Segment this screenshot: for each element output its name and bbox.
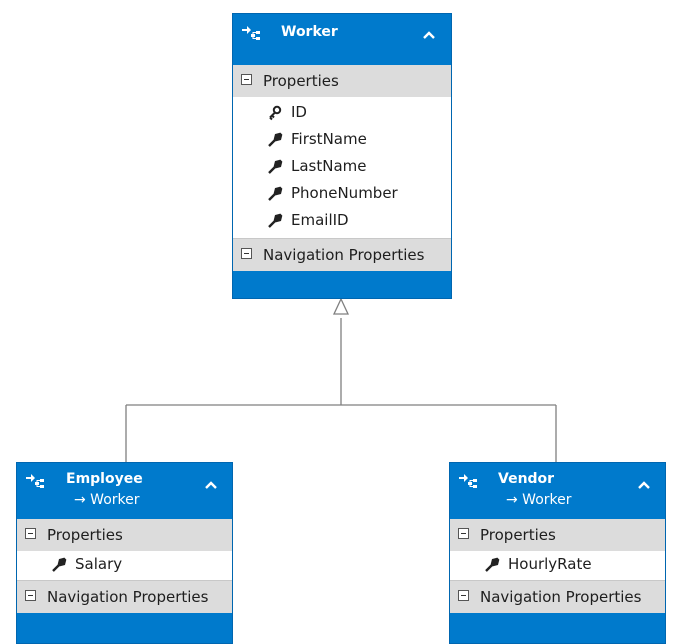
key-icon (269, 105, 282, 121)
entity-header-employee: Employee → Worker (17, 463, 232, 519)
section-label: Navigation Properties (480, 588, 642, 606)
property-name: Salary (75, 555, 123, 573)
navigation-section-header[interactable]: Navigation Properties (17, 580, 232, 613)
entity-employee[interactable]: Employee → Worker Properties Salary Navi… (16, 462, 233, 644)
collapse-box-icon[interactable] (458, 590, 469, 601)
entity-title: Worker (281, 24, 338, 40)
inheritance-arrowhead (332, 297, 350, 315)
base-type-label: → Worker (74, 492, 140, 508)
property-list: HourlyRate (450, 551, 665, 580)
section-label: Navigation Properties (263, 246, 425, 264)
property-row[interactable]: FirstName (233, 126, 451, 153)
navigation-section-header[interactable]: Navigation Properties (233, 238, 451, 271)
property-row[interactable]: HourlyRate (450, 551, 665, 578)
collapse-box-icon[interactable] (458, 528, 469, 539)
wrench-icon (268, 186, 283, 201)
wrench-icon (268, 132, 283, 147)
entity-type-icon (26, 474, 44, 488)
property-list: Salary (17, 551, 232, 580)
collapse-chevron-icon[interactable] (203, 477, 219, 493)
collapse-box-icon[interactable] (241, 248, 252, 259)
base-type-label: → Worker (506, 492, 572, 508)
navigation-section-header[interactable]: Navigation Properties (450, 580, 665, 613)
collapse-box-icon[interactable] (25, 590, 36, 601)
property-row[interactable]: Salary (17, 551, 232, 578)
property-row[interactable]: ID (233, 99, 451, 126)
entity-header-vendor: Vendor → Worker (450, 463, 665, 519)
property-list: ID FirstName LastName PhoneNumber EmailI… (233, 97, 451, 238)
entity-worker[interactable]: Worker Properties ID FirstName LastName (232, 13, 452, 299)
entity-type-icon (242, 26, 260, 40)
collapse-chevron-icon[interactable] (636, 477, 652, 493)
collapse-box-icon[interactable] (241, 74, 252, 85)
property-row[interactable]: PhoneNumber (233, 180, 451, 207)
section-label: Properties (47, 526, 123, 544)
property-row[interactable]: LastName (233, 153, 451, 180)
property-name: FirstName (291, 130, 367, 148)
collapse-box-icon[interactable] (25, 528, 36, 539)
property-name: HourlyRate (508, 555, 592, 573)
property-name: PhoneNumber (291, 184, 398, 202)
properties-section-header[interactable]: Properties (450, 519, 665, 551)
property-name: EmailID (291, 211, 349, 229)
properties-section-header[interactable]: Properties (233, 65, 451, 97)
entity-title: Vendor (498, 471, 555, 487)
wrench-icon (268, 159, 283, 174)
entity-header-worker: Worker (233, 14, 451, 65)
collapse-chevron-icon[interactable] (421, 27, 437, 43)
property-row[interactable]: EmailID (233, 207, 451, 234)
property-name: ID (291, 103, 307, 121)
properties-section-header[interactable]: Properties (17, 519, 232, 551)
section-label: Properties (263, 72, 339, 90)
entity-title: Employee (66, 471, 143, 487)
entity-type-icon (459, 474, 477, 488)
section-label: Properties (480, 526, 556, 544)
inheritance-line (125, 318, 557, 462)
section-label: Navigation Properties (47, 588, 209, 606)
entity-vendor[interactable]: Vendor → Worker Properties HourlyRate Na… (449, 462, 666, 644)
property-name: LastName (291, 157, 367, 175)
wrench-icon (52, 557, 67, 572)
wrench-icon (268, 213, 283, 228)
wrench-icon (485, 557, 500, 572)
